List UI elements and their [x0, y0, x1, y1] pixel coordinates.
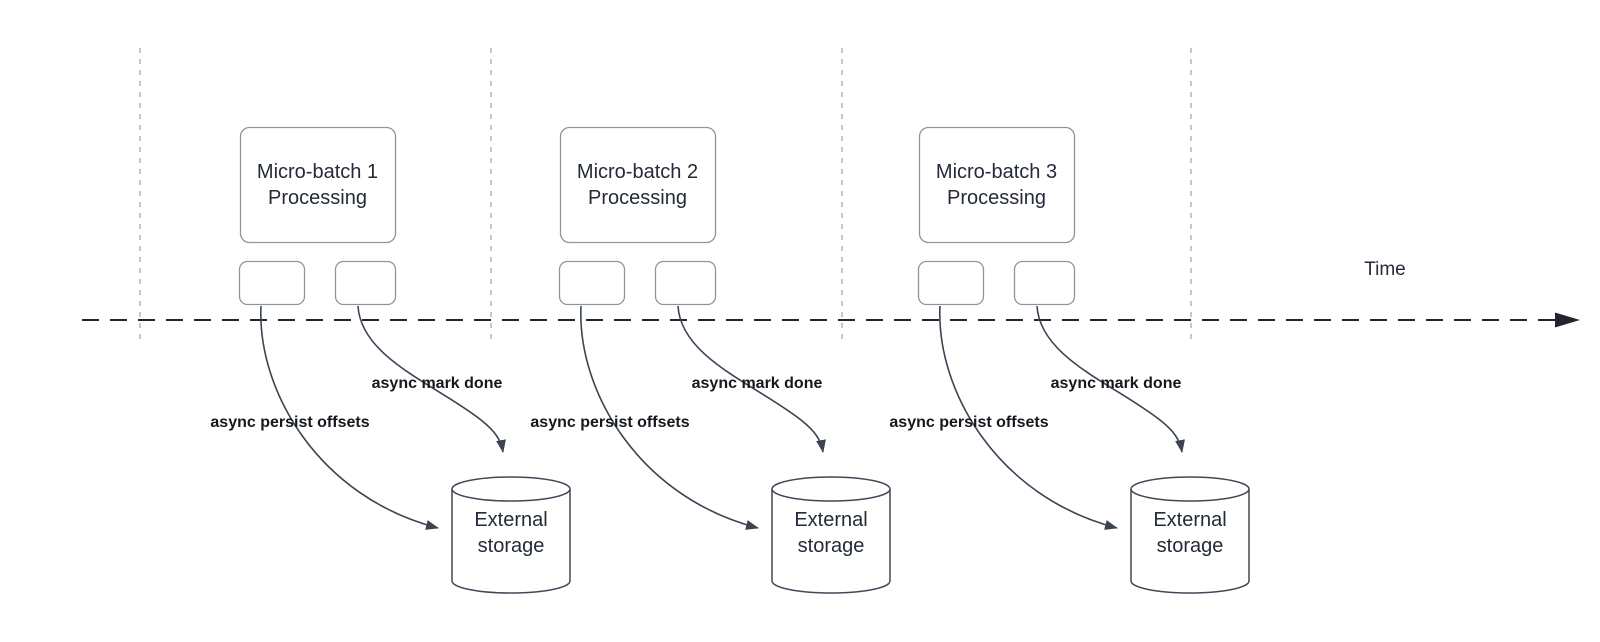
processing-box	[559, 126, 717, 244]
storage-label-line1: External	[1153, 509, 1227, 531]
storage-cylinder-body	[1130, 489, 1250, 594]
micro-batch-group-3: Micro-batch 3 Processing async persist o…	[879, 0, 1259, 642]
mark-done-arrow	[357, 305, 506, 453]
mark-done-arrow	[1036, 305, 1185, 453]
processing-box-title: Micro-batch 2	[576, 160, 699, 183]
storage-cylinder-label: External storage	[474, 507, 547, 559]
storage-label-line1: External	[474, 509, 548, 531]
micro-batch-3-shapes	[917, 126, 1250, 594]
storage-cylinder-label: External storage	[1153, 507, 1226, 559]
persist-offsets-label: async persist offsets	[889, 414, 1049, 431]
done-task-box	[334, 260, 397, 306]
processing-box	[239, 126, 397, 244]
processing-box-label: Micro-batch 3 Processing	[919, 127, 1074, 242]
micro-batch-2-shapes	[558, 126, 891, 594]
processing-box-subtitle: Processing	[947, 186, 1046, 209]
processing-box-title: Micro-batch 3	[935, 160, 1058, 183]
storage-label-line2: storage	[477, 535, 545, 557]
persist-offsets-label: async persist offsets	[530, 414, 690, 431]
processing-box-subtitle: Processing	[268, 186, 367, 209]
storage-label-line1: External	[794, 509, 868, 531]
micro-batch-group-2: Micro-batch 2 Processing async persist o…	[520, 0, 900, 642]
storage-cylinder-label: External storage	[794, 507, 867, 559]
storage-cylinder-body	[451, 489, 571, 594]
storage-cylinder-top	[771, 476, 891, 502]
mark-done-label: async mark done	[691, 375, 823, 392]
storage-label-line2: storage	[797, 535, 865, 557]
mark-done-arrow	[677, 305, 826, 453]
mark-done-label: async mark done	[371, 375, 503, 392]
storage-cylinder-top	[1130, 476, 1250, 502]
processing-box-subtitle: Processing	[588, 186, 687, 209]
storage-cylinder-top	[451, 476, 571, 502]
persist-offsets-arrow	[260, 305, 439, 530]
persist-offsets-arrow	[580, 305, 759, 530]
done-task-box	[1013, 260, 1076, 306]
offset-task-box	[917, 260, 985, 306]
time-arrowhead-icon	[1555, 312, 1580, 328]
storage-label-line2: storage	[1156, 535, 1224, 557]
time-axis-label: Time	[1364, 259, 1406, 280]
processing-box-title: Micro-batch 1	[256, 160, 379, 183]
offset-task-box	[558, 260, 626, 306]
persist-offsets-arrow	[939, 305, 1118, 530]
processing-box-label: Micro-batch 2 Processing	[560, 127, 715, 242]
processing-box-label: Micro-batch 1 Processing	[240, 127, 395, 242]
mark-done-label: async mark done	[1050, 375, 1182, 392]
micro-batch-group-1: Micro-batch 1 Processing async persist o…	[200, 0, 580, 642]
micro-batch-1-shapes	[238, 126, 571, 594]
storage-cylinder-body	[771, 489, 891, 594]
done-task-box	[654, 260, 717, 306]
processing-box	[918, 126, 1076, 244]
offset-task-box	[238, 260, 306, 306]
persist-offsets-label: async persist offsets	[210, 414, 370, 431]
